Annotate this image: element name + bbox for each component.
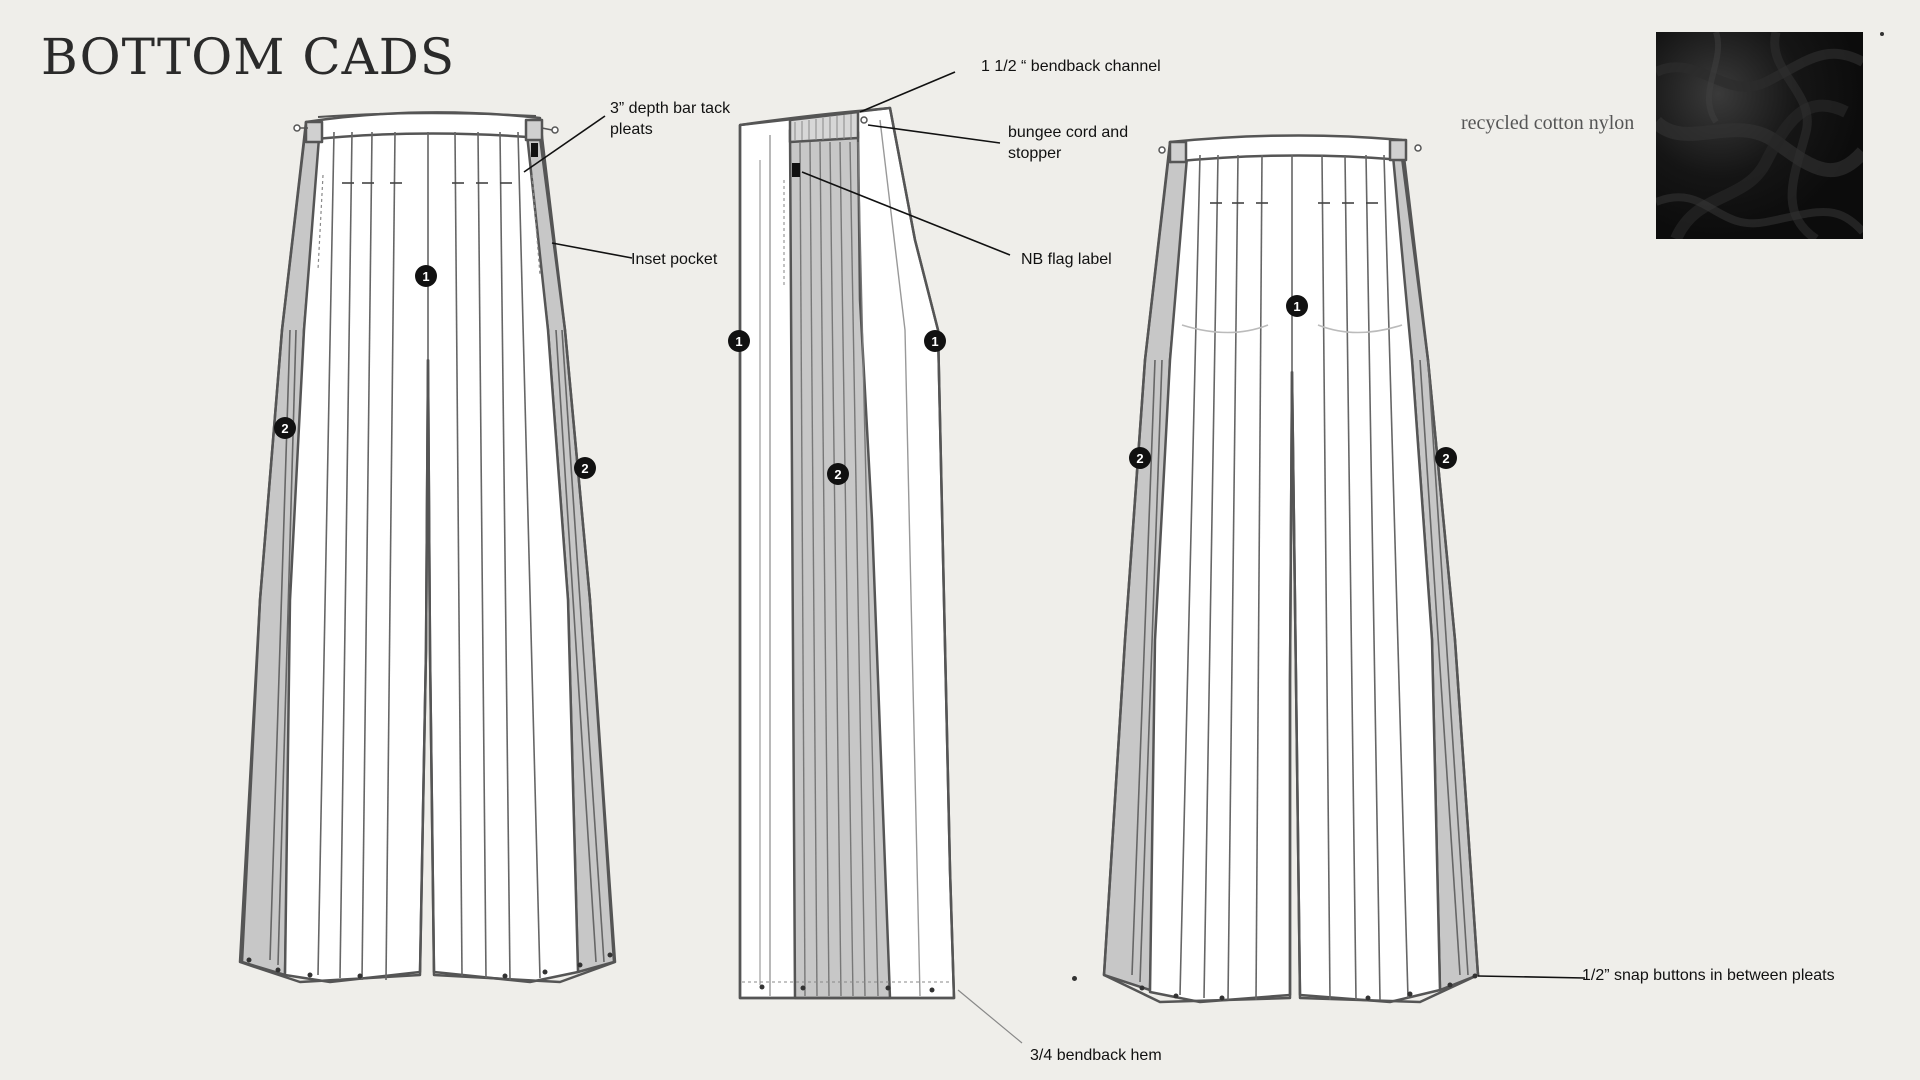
- back-snap-buttons: [1139, 973, 1478, 1001]
- side-waistband-gather: [788, 110, 860, 144]
- corner-dot: [1880, 32, 1884, 36]
- leader-bungee: [867, 124, 1001, 144]
- side-snap-buttons: [759, 984, 935, 993]
- callout-inset-pocket: Inset pocket: [631, 251, 718, 268]
- leader-lines: [523, 71, 1586, 979]
- callout-pleats: 3” depth bar tack pleats: [610, 98, 730, 140]
- fabric-texture: [1656, 32, 1863, 239]
- marker-two-side-label: 2: [834, 467, 841, 482]
- front-cord-stoppers: [293, 124, 559, 134]
- front-waist-gather-left: [304, 120, 324, 144]
- side-waist-gather-lines: [794, 114, 852, 140]
- side-outline: [738, 106, 956, 1000]
- marker-two-front-left: [274, 417, 296, 439]
- leader-inset-pocket: [551, 242, 633, 259]
- back-waist-gather-left: [1168, 140, 1188, 164]
- side-pleat-lines: [759, 119, 921, 997]
- front-pocket-lines: [317, 174, 541, 276]
- back-waist-gather-right: [1388, 138, 1408, 162]
- marker-one-side-right-label: 1: [931, 334, 938, 349]
- fabric-label: recycled cotton nylon: [1461, 112, 1635, 134]
- marker-one-side-left: [728, 330, 750, 352]
- back-view-pants: [1102, 134, 1480, 1004]
- callout-bungee: bungee cord and stopper: [1008, 122, 1128, 164]
- back-cord-stoppers: [1158, 144, 1422, 154]
- page-title: BOTTOM CADS: [41, 28, 456, 86]
- back-pleat-lines: [1131, 154, 1469, 1001]
- leader-snap-buttons: [1477, 975, 1586, 979]
- callout-pleats-line1: 3” depth bar tack: [610, 100, 731, 117]
- callout-pleats-line2: pleats: [610, 121, 653, 138]
- front-snap-buttons: [246, 952, 613, 979]
- marker-one-back: [1286, 295, 1308, 317]
- stray-dot: [1072, 976, 1077, 981]
- callout-bungee-line2: stopper: [1008, 145, 1062, 162]
- callout-bendback-channel: 1 1/2 “ bendback channel: [981, 58, 1161, 75]
- front-pleat-lines: [269, 131, 605, 981]
- marker-two-side: [827, 463, 849, 485]
- markers-two: [274, 417, 1457, 485]
- callout-snap-buttons: 1/2” snap buttons in between pleats: [1582, 967, 1835, 984]
- callout-bendback-hem: 3/4 bendback hem: [1030, 1047, 1162, 1064]
- leader-pleats: [523, 115, 606, 173]
- leader-bendback-hem: [957, 989, 1023, 1044]
- marker-one-side-right: [924, 330, 946, 352]
- callout-nb-flag: NB flag label: [1021, 251, 1112, 268]
- leader-nb-flag: [801, 171, 1011, 256]
- back-yoke-curves: [1181, 324, 1403, 334]
- marker-one-back-label: 1: [1293, 299, 1300, 314]
- marker-two-back-right: [1435, 447, 1457, 469]
- side-cord-stopper: [860, 116, 868, 124]
- marker-two-back-right-label: 2: [1442, 451, 1449, 466]
- front-nb-flag-label: [531, 143, 538, 157]
- front-waistband-top: [317, 112, 537, 118]
- marker-two-front-left-label: 2: [281, 421, 288, 436]
- marker-two-back-left: [1129, 447, 1151, 469]
- marker-two-front-right: [574, 457, 596, 479]
- marker-one-front: [415, 265, 437, 287]
- side-nb-flag-label: [792, 163, 800, 177]
- leader-bendback-channel: [859, 71, 956, 113]
- marker-two-back-left-label: 2: [1136, 451, 1143, 466]
- marker-one-front-label: 1: [422, 269, 429, 284]
- markers-one: [415, 265, 1308, 352]
- fabric-swatch: [1656, 32, 1863, 239]
- callout-bungee-line1: bungee cord and: [1008, 124, 1129, 141]
- front-waist-gather-right: [524, 118, 544, 142]
- side-view-pants: [738, 106, 956, 1000]
- marker-two-front-right-label: 2: [581, 461, 588, 476]
- marker-one-side-left-label: 1: [735, 334, 742, 349]
